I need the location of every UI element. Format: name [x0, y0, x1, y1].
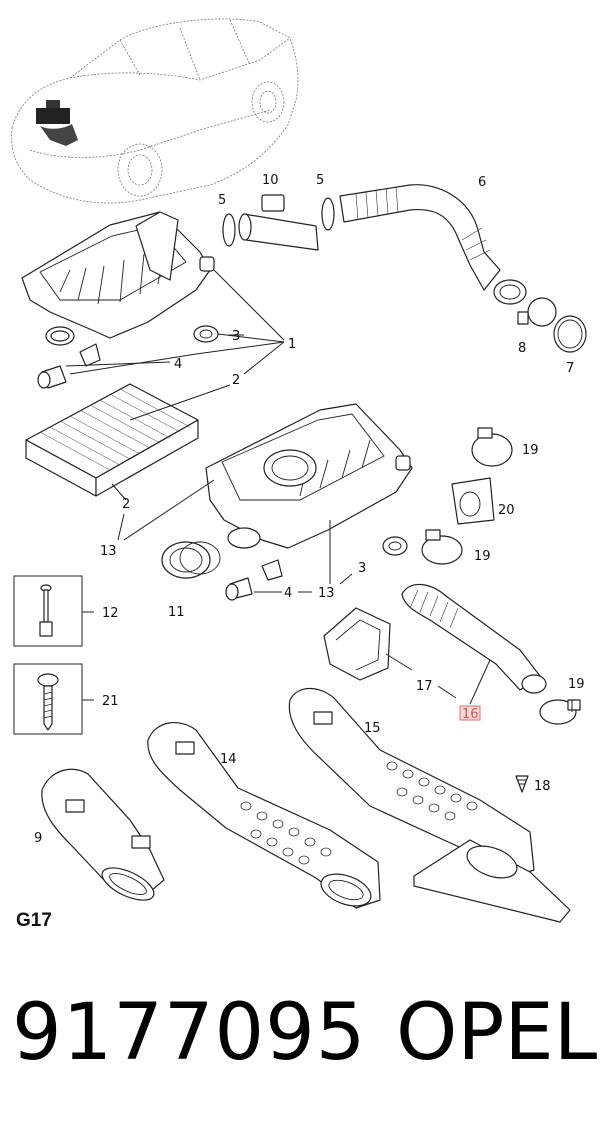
callout-7: 7: [566, 361, 574, 376]
callout-12: 12: [102, 606, 119, 621]
callout-5-left: 5: [218, 193, 226, 208]
callout-10: 10: [262, 173, 279, 188]
grommet-3-upper: [193, 325, 219, 343]
callout-19-middle: 19: [474, 549, 491, 564]
callout-8: 8: [518, 341, 526, 356]
hose-clamp-19-top: [471, 427, 513, 467]
diagram-code: G17: [16, 910, 52, 931]
grommet-4-lower: [225, 577, 253, 601]
air-filter-housing-upper: [21, 211, 215, 367]
callout-20: 20: [498, 503, 515, 518]
callout-3-upper: 3: [232, 329, 240, 344]
air-intake-hose-16: [401, 583, 547, 694]
callout-4-upper: 4: [174, 357, 182, 372]
air-filter-housing-lower: [205, 403, 413, 581]
callout-16: 16: [462, 707, 479, 722]
hose-clamp-5-right: [321, 197, 335, 231]
callout-19-top: 19: [522, 443, 539, 458]
hose-clamp-19-bottom: [539, 699, 581, 725]
callout-3-lower: 3: [358, 561, 366, 576]
parts-diagram: 1 2 2 3 3 4 4 5 5 6 7 8 9 10 11 12 13 13…: [11, 18, 587, 923]
push-pin-18: [515, 775, 529, 793]
rivet-12-box: [13, 575, 83, 647]
leader-lines: [65, 269, 573, 712]
car-overview-illustration: [11, 18, 299, 204]
callout-19-bottom: 19: [568, 677, 585, 692]
callout-labels: 1 2 2 3 3 4 4 5 5 6 7 8 9 10 11 12 13 13…: [34, 173, 585, 846]
callout-21: 21: [102, 694, 119, 709]
flow-sensor-20: [451, 477, 495, 525]
grommet-3-lower: [382, 536, 408, 556]
callout-1: 1: [288, 337, 296, 352]
hose-clamp-5-left: [222, 213, 236, 247]
hose-clamp-8: [517, 297, 557, 327]
callout-18: 18: [534, 779, 551, 794]
air-duct-15: [288, 687, 571, 923]
air-filter-element: [25, 383, 199, 497]
callout-2-lower: 2: [122, 497, 130, 512]
callout-15: 15: [364, 721, 381, 736]
callout-13-right: 13: [318, 586, 335, 601]
part-number: 9177095: [12, 988, 367, 1078]
brand-name: OPEL: [396, 988, 598, 1078]
screw-21-box: [13, 663, 83, 735]
hose-clamp-7: [553, 315, 587, 353]
hose-holder-17: [323, 607, 391, 681]
callout-11: 11: [168, 605, 185, 620]
callout-6: 6: [478, 175, 486, 190]
mass-air-flow-sensor: [238, 194, 319, 251]
air-duct-14: [147, 722, 381, 909]
hose-clamp-19-middle: [421, 529, 463, 565]
engine-bay-highlight: [36, 100, 78, 146]
callout-13-left: 13: [100, 544, 117, 559]
grommet-4-upper: [37, 365, 67, 389]
callout-5-right: 5: [316, 173, 324, 188]
intake-hose-6: [339, 184, 527, 305]
callout-9: 9: [34, 831, 42, 846]
hose-adapter-11: [161, 541, 221, 579]
air-duct-9: [41, 768, 165, 901]
callout-17: 17: [416, 679, 433, 694]
callout-14: 14: [220, 752, 237, 767]
callout-4-lower: 4: [284, 586, 292, 601]
callout-16-highlighted[interactable]: 16: [459, 705, 481, 722]
callout-2-upper: 2: [232, 373, 240, 388]
